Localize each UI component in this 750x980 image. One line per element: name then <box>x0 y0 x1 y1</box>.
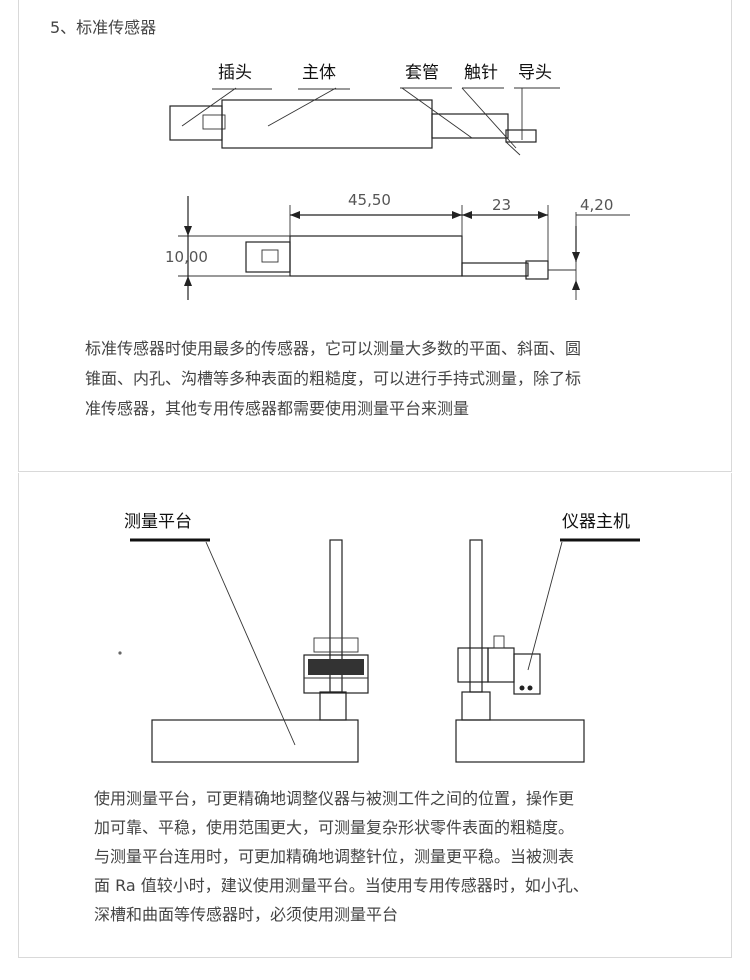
sensor-dimension-view: 45,50 23 4,20 10,00 <box>165 191 630 300</box>
platform-side-view: 仪器主机 <box>455 512 640 763</box>
platform-pedestal <box>319 691 347 721</box>
platform-clamp <box>303 654 369 694</box>
leader-body <box>267 87 337 127</box>
label-sleeve: 套管 <box>405 63 439 83</box>
sensor-plug-shape <box>169 105 223 141</box>
platform-bracket <box>313 637 359 653</box>
label-body: 主体 <box>302 63 336 83</box>
platform-front-view: 测量平台 <box>118 512 369 763</box>
sensor-panel <box>18 0 732 472</box>
leader-sleeve <box>401 87 473 139</box>
label-platform: 测量平台 <box>124 512 192 532</box>
label-guide: 导头 <box>518 63 552 83</box>
description-line: 加可靠、平稳，使用范围更大，可测量复杂形状零件表面的粗糙度。 <box>94 818 575 837</box>
label-main-unit: 仪器主机 <box>562 512 630 532</box>
dim-plug-shape <box>245 241 291 273</box>
arrow-sleeve-right <box>538 211 548 219</box>
sensor-body-shape <box>221 99 433 149</box>
dim-length-main: 45,50 <box>348 191 391 209</box>
description-line: 面 Ra 值较小时，建议使用测量平台。当使用专用传感器时，如小孔、 <box>94 876 589 895</box>
arrow-height-bottom <box>184 276 192 286</box>
arrow-main-right <box>452 211 462 219</box>
side-column <box>469 539 483 693</box>
description-line: 准传感器，其他专用传感器都需要使用测量平台来测量 <box>85 399 470 418</box>
dim-tip-diameter: 4,20 <box>580 196 613 214</box>
arrow-height-top <box>184 226 192 236</box>
description-line: 锥面、内孔、沟槽等多种表面的粗糙度，可以进行手持式测量，除了标 <box>85 369 582 388</box>
dim-sleeve-shape <box>461 262 529 277</box>
arrow-tip-down <box>572 252 580 262</box>
stylus-tip-shape <box>505 141 521 156</box>
leader-platform <box>205 541 296 746</box>
sensor-sleeve-shape <box>431 113 509 139</box>
platform-column <box>329 539 343 693</box>
leader-stylus <box>461 87 517 149</box>
section-title: 5、标准传感器 <box>50 18 157 37</box>
side-clamp-block <box>487 647 515 683</box>
description-line: 与测量平台连用时，可更加精确地调整针位，测量更平稳。当被测表 <box>94 847 575 866</box>
unit-bolt-2 <box>527 685 533 691</box>
platform-panel <box>18 473 732 958</box>
side-pedestal <box>461 691 491 721</box>
label-plug: 插头 <box>218 63 252 83</box>
dim-body-shape <box>289 235 463 277</box>
description-line: 使用测量平台，可更精确地调整仪器与被测工件之间的位置，操作更 <box>94 789 575 808</box>
leader-plug <box>181 87 237 127</box>
side-knob <box>493 635 505 649</box>
side-base <box>455 719 585 763</box>
description-line: 深槽和曲面等传感器时，必须使用测量平台 <box>94 905 399 924</box>
unit-bolt-1 <box>519 685 525 691</box>
arrow-main-left <box>290 211 300 219</box>
side-main-unit <box>513 653 541 695</box>
leader-main-unit <box>527 541 563 671</box>
plug-inner-shape <box>202 114 226 130</box>
platform-description: 使用测量平台，可更精确地调整仪器与被测工件之间的位置，操作更 加可靠、平稳，使用… <box>94 784 694 929</box>
description-line: 标准传感器时使用最多的传感器，它可以测量大多数的平面、斜面、圆 <box>85 339 582 358</box>
sensor-guide-shape <box>505 129 537 143</box>
sensor-side-view <box>169 99 537 156</box>
stray-dot <box>118 651 122 655</box>
dim-plug-inner-shape <box>261 249 279 263</box>
sensor-callouts: 插头 主体 套管 触针 导头 <box>181 63 560 149</box>
arrow-sleeve-left <box>462 211 472 219</box>
dim-guide-shape <box>525 260 549 280</box>
side-clamp <box>457 647 489 683</box>
dim-length-sleeve: 23 <box>492 196 511 214</box>
sensor-description: 标准传感器时使用最多的传感器，它可以测量大多数的平面、斜面、圆 锥面、内孔、沟槽… <box>85 334 685 424</box>
clamp-slot <box>308 659 364 675</box>
dim-height: 10,00 <box>165 248 208 266</box>
label-stylus: 触针 <box>464 63 498 83</box>
platform-base <box>151 719 359 763</box>
arrow-tip-up <box>572 280 580 290</box>
